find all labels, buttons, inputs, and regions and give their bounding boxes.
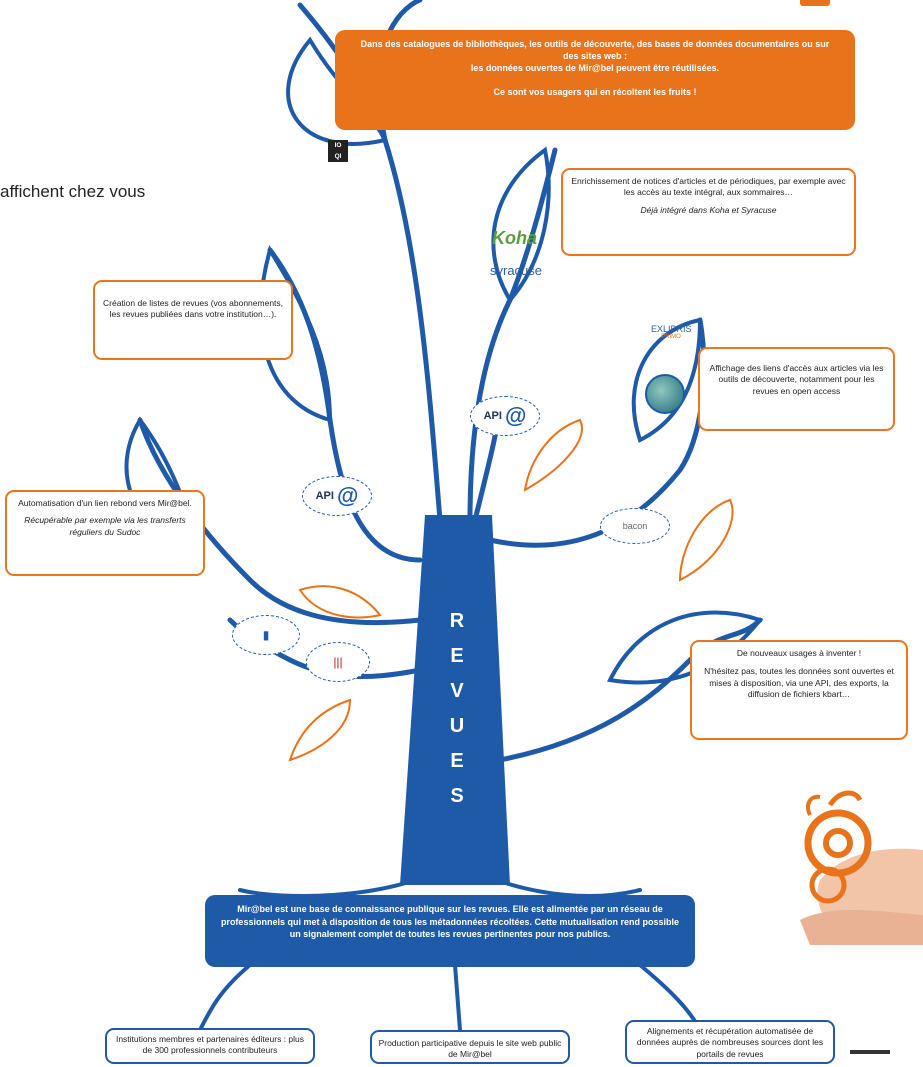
trunk-letter-v: V [450,680,464,702]
box-nouveaux-text: N'hésitez pas, toutes les données sont o… [704,666,894,700]
root-to-left-box [198,963,252,1032]
box-production-text: Production participative depuis le site … [378,1038,562,1060]
box-automatisation-text: Automatisation d'un lien rebond vers Mir… [18,498,192,508]
box-alignements-text: Alignements et récupération automatisée … [636,1026,824,1059]
hand-with-fruit-illustration [800,790,923,945]
root-to-mid-box [453,963,462,1032]
exlibris-logo-sub: PRIMO [661,334,681,340]
syracuse-logo: syracuse [490,263,543,278]
api-label-left: API [315,490,334,502]
leaf-orange-1 [523,418,583,492]
at-icon: @ [336,483,359,508]
box-enrichissement-italic: Déjà intégré dans Koha et Syracuse [640,204,777,215]
banner-top-line3: Ce sont vos usagers qui en récoltent les… [493,87,697,98]
box-nouveaux-usages: De nouveaux usages à inventer ! N'hésite… [690,640,908,740]
barcode-badge: ||| [306,642,370,682]
corner-mark [850,1050,890,1054]
leaf-koha [491,146,551,304]
trunk [400,515,510,885]
box-automatisation-italic: Récupérable par exemple via les transfer… [24,515,186,537]
box-automatisation: Automatisation d'un lien rebond vers Mir… [5,490,205,576]
exlibris-logo: EXLIBRIS PRIMO [651,324,692,341]
branch-koha [467,147,558,523]
barcode-icon: ||| [333,655,343,669]
at-icon: @ [504,403,527,428]
ioqi-logo: IO QI [328,140,348,162]
exlibris-logo-text: EXLIBRIS [651,324,692,334]
sudoc-badge: ▮ [232,615,300,655]
bacon-logo: bacon [622,521,648,531]
trunk-letter-e2: E [450,750,464,772]
box-production: Production participative depuis le site … [370,1030,570,1064]
trunk-letter-s: S [450,785,464,807]
api-label-right: API [483,410,502,422]
trunk-letter-u: U [449,715,465,737]
trunk-letter-e: E [450,645,464,667]
globe-icon [645,374,685,414]
leaf-orange-3 [298,585,382,619]
branch-right-low [497,617,763,763]
box-institutions-text: Institutions membres et partenaires édit… [115,1034,305,1056]
ioqi-logo-top: IO [334,142,342,149]
banner-top: Dans des catalogues de bibliothèques, le… [335,30,855,130]
leaf-left-top [258,245,333,423]
side-title: affichent chez vous [0,182,146,201]
ioqi-logo-bottom: QI [334,153,342,160]
koha-logo: Koha [492,228,537,248]
trunk-letter-r: R [449,610,465,632]
box-affichage: Affichage des liens d'accès aux articles… [698,347,895,431]
banner-bottom: Mir@bel est une base de connaissance pub… [205,895,695,967]
branch-left-mid [137,417,423,626]
api-badge-right: API @ [470,396,540,436]
api-badge-left: API @ [302,476,372,516]
box-alignements: Alignements et récupération automatisée … [625,1020,835,1064]
box-affichage-text: Affichage des liens d'accès aux articles… [709,363,884,396]
box-enrichissement: Enrichissement de notices d'articles et … [561,168,856,256]
box-institutions: Institutions membres et partenaires édit… [105,1028,315,1064]
box-creation: Création de listes de revues (vos abonne… [93,280,293,360]
banner-top-line2: les données ouvertes de Mir@bel peuvent … [470,63,720,74]
leaf-orange-4 [288,698,352,762]
bacon-badge: bacon [600,508,670,544]
box-creation-text: Création de listes de revues (vos abonne… [103,298,284,320]
corner-orange-mark [800,0,830,6]
banner-top-line1: Dans des catalogues de bibliothèques, le… [360,39,830,62]
leaf-orange-2 [678,498,734,582]
ioqi-logo-caption [351,145,396,155]
leaf-right [631,317,703,443]
document-icon: ▮ [262,628,270,642]
box-enrichissement-text: Enrichissement de notices d'articles et … [571,176,846,198]
box-nouveaux-title: De nouveaux usages à inventer ! [736,648,862,658]
